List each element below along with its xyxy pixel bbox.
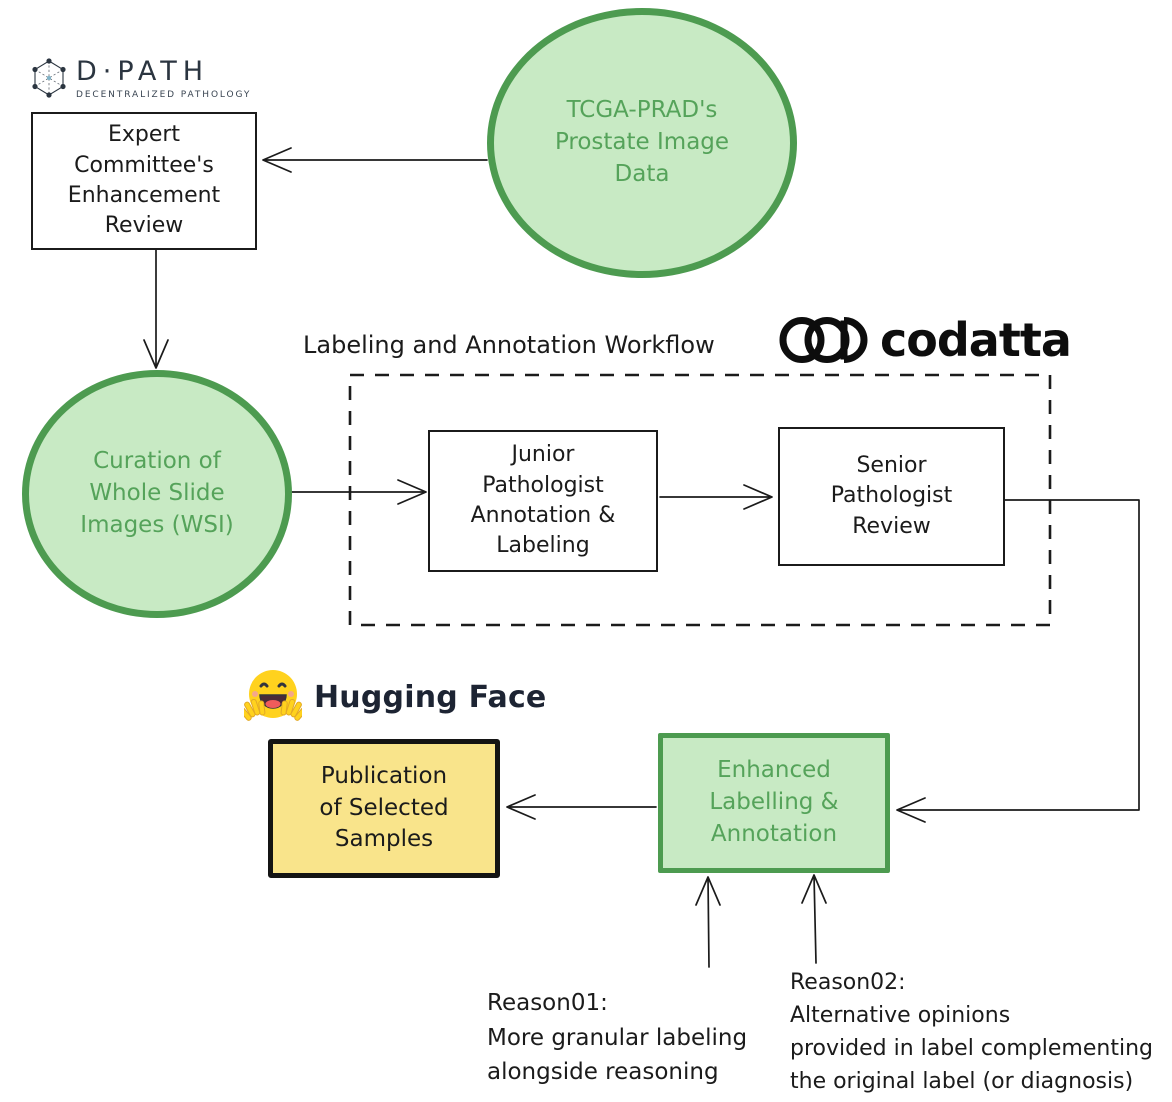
dpath-logo: D·PATH DECENTRALIZED PATHOLOGY [28, 56, 251, 102]
arrow-reason1-to-enhanced [695, 876, 721, 968]
node-senior-pathologist: Senior Pathologist Review [778, 427, 1005, 566]
node-curation-wsi: Curation of Whole Slide Images (WSI) [22, 370, 292, 618]
arrow-enhanced-to-publication [506, 794, 657, 820]
node-tcga-prad-data: TCGA-PRAD's Prostate Image Data [487, 8, 797, 278]
dpath-logo-subtitle: DECENTRALIZED PATHOLOGY [76, 90, 252, 100]
arrow-tcga-to-expert [262, 147, 488, 173]
reason02-annotation: Reason02: Alternative opinions provided … [790, 970, 1153, 1094]
node-junior-pathologist: Junior Pathologist Annotation & Labeling [428, 430, 658, 572]
hugging-face-emoji-icon [244, 670, 302, 721]
interlocked-rings-icon [779, 317, 868, 363]
codatta-logo: codatta [778, 313, 1072, 367]
workflow-title: Labeling and Annotation Workflow [303, 331, 715, 359]
hexagon-network-icon [32, 58, 66, 98]
reason01-annotation: Reason01: More granular labeling alongsi… [487, 990, 748, 1085]
node-expert-committee-review: Expert Committee's Enhancement Review [31, 112, 257, 250]
node-publication-samples: Publication of Selected Samples [268, 739, 500, 878]
dpath-logo-title: D·PATH [76, 56, 210, 87]
arrow-expert-to-curation [143, 249, 169, 369]
node-enhanced-labelling: Enhanced Labelling & Annotation [658, 733, 890, 873]
arrow-reason2-to-enhanced [801, 874, 827, 964]
arrow-junior-to-senior [659, 484, 773, 510]
arrow-curation-to-junior [291, 479, 427, 505]
hugging-face-logo-title: Hugging Face [314, 679, 547, 715]
hugging-face-logo: Hugging Face [244, 668, 546, 726]
codatta-logo-title: codatta [880, 313, 1072, 367]
